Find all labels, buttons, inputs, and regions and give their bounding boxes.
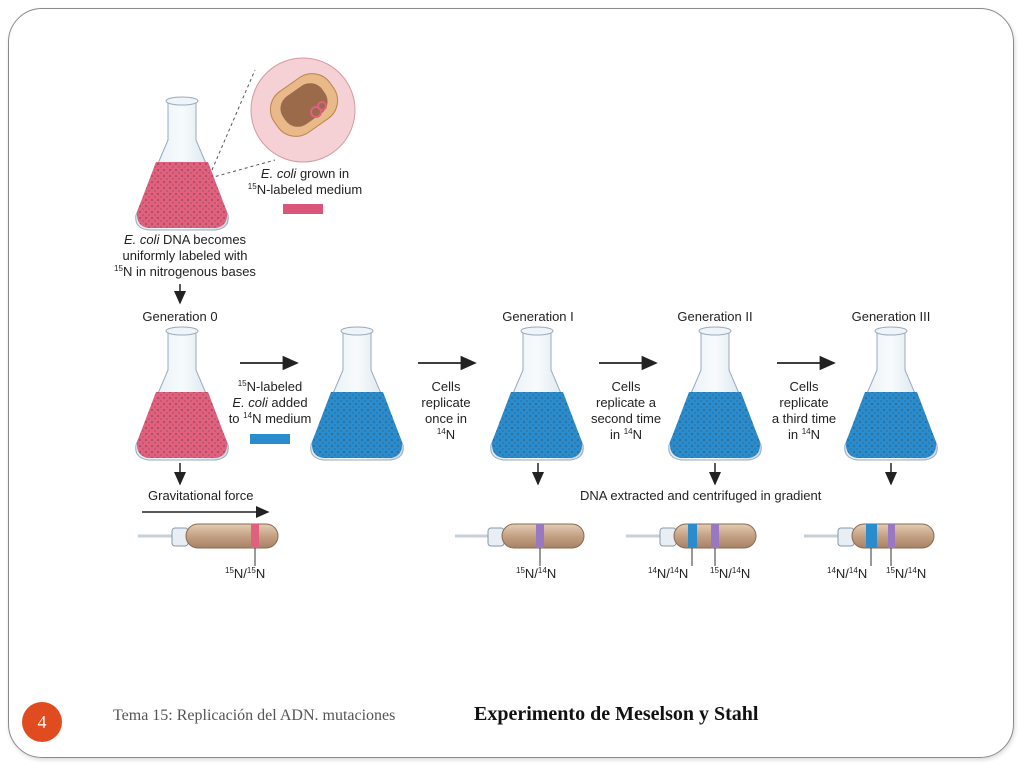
magnified-cell bbox=[209, 57, 356, 179]
flask-gen0 bbox=[135, 326, 229, 461]
flask-initial bbox=[135, 96, 229, 231]
slide-frame bbox=[8, 8, 1014, 758]
slide-title: Experimento de Meselson y Stahl bbox=[474, 703, 759, 725]
tube-gen2 bbox=[626, 523, 757, 566]
label-gen0: Generation 0 bbox=[142, 309, 218, 324]
label-gravitational: Gravitational force bbox=[148, 488, 254, 503]
label-rep3: Cells replicate a third time in 14N bbox=[771, 379, 837, 442]
label-rep2: Cells replicate a second time in 14N bbox=[590, 379, 662, 442]
iso-gen2-light: 14N/14N bbox=[648, 566, 689, 581]
tube-gen3 bbox=[804, 523, 935, 566]
iso-gen0-heavy: 15N/15N bbox=[225, 566, 266, 581]
tube-gen1 bbox=[455, 523, 585, 566]
flask-gen3 bbox=[844, 326, 938, 461]
iso-gen3-light: 14N/14N bbox=[827, 566, 868, 581]
pink-swatch bbox=[283, 204, 323, 214]
flask-transfer bbox=[310, 326, 404, 461]
blue-swatch bbox=[250, 434, 290, 444]
flask-gen2 bbox=[668, 326, 762, 461]
label-dna-labeled: E. coli DNA becomes uniformly labeled wi… bbox=[114, 232, 256, 279]
label-gen3: Generation III bbox=[851, 309, 931, 324]
slide-number-badge: 4 bbox=[22, 702, 62, 742]
label-rep1: Cells replicate once in 14N bbox=[421, 379, 471, 442]
label-ecoli-grown: E. coli grown in 15N-labeled medium bbox=[247, 166, 363, 197]
tube-gen0 bbox=[138, 523, 279, 566]
flask-gen1 bbox=[490, 326, 584, 461]
label-gen1: Generation I bbox=[502, 309, 574, 324]
iso-gen2-hybrid: 15N/14N bbox=[710, 566, 751, 581]
label-extracted: DNA extracted and centrifuged in gradien… bbox=[580, 488, 822, 503]
label-added: 15N-labeled E. coli added to 14N medium bbox=[228, 379, 312, 426]
slide-topic: Tema 15: Replicación del ADN. mutaciones bbox=[113, 707, 396, 724]
iso-gen3-hybrid: 15N/14N bbox=[886, 566, 927, 581]
label-gen2: Generation II bbox=[677, 309, 753, 324]
iso-gen1-hybrid: 15N/14N bbox=[516, 566, 557, 581]
